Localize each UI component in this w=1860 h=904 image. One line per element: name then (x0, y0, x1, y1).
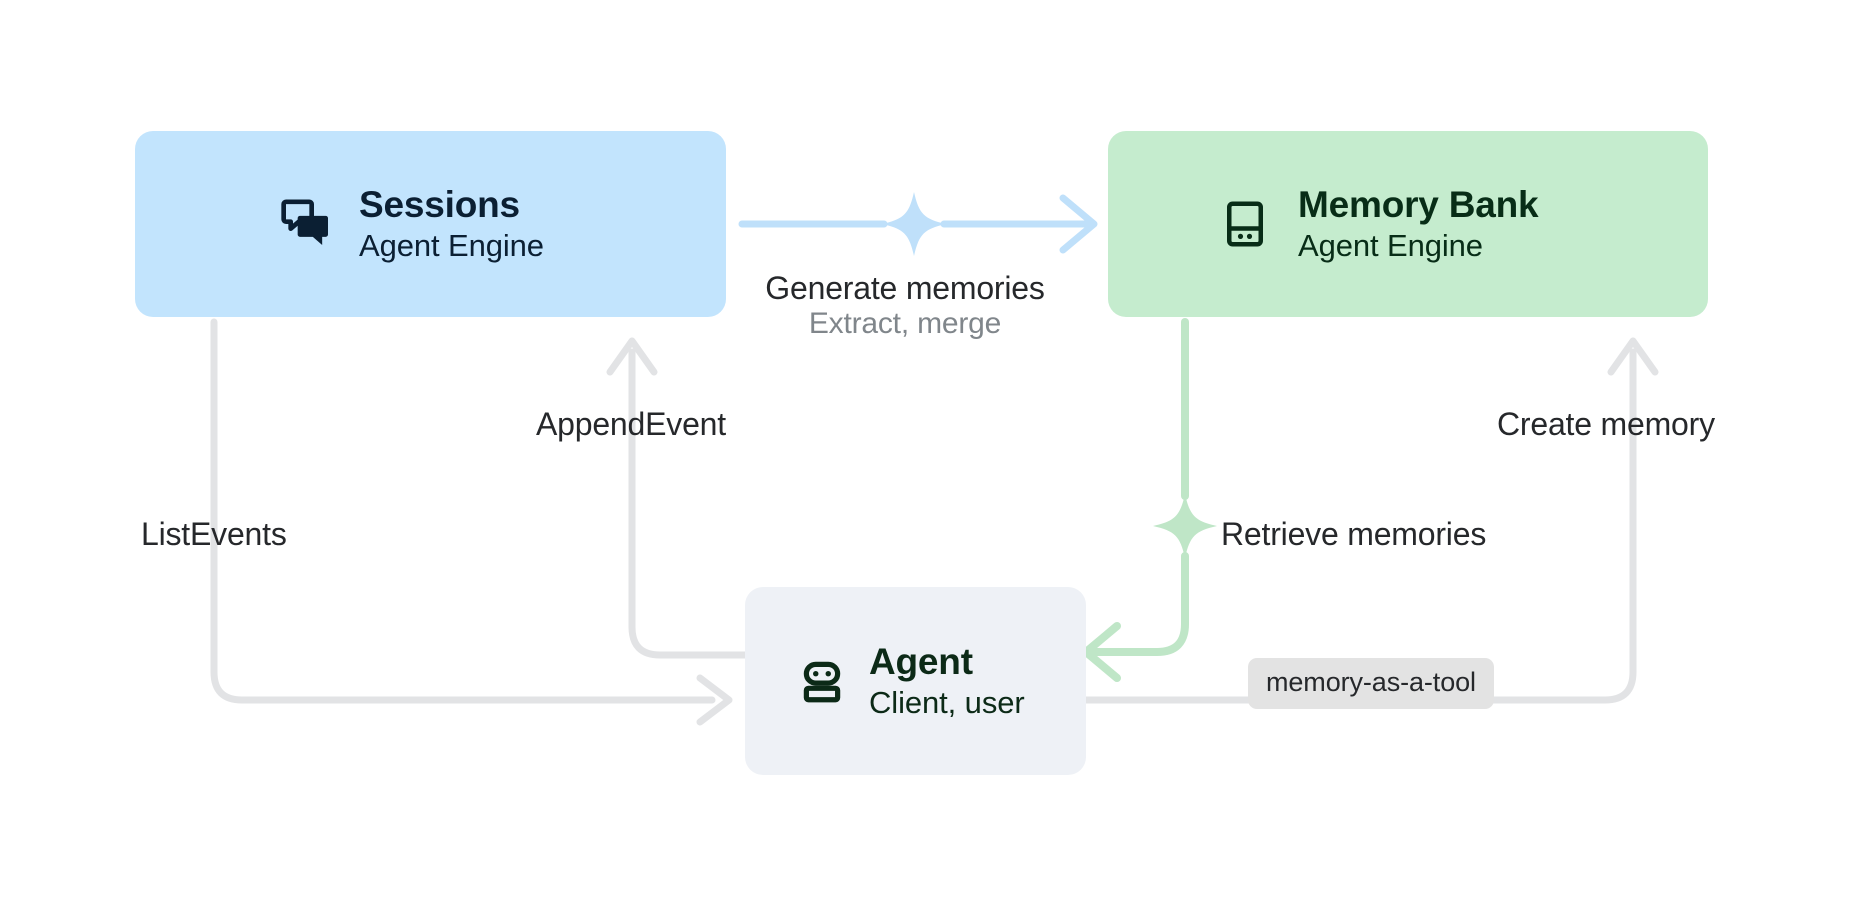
badge-memory-as-a-tool: memory-as-a-tool (1248, 658, 1494, 709)
node-memory-bank[interactable]: Memory Bank Agent Engine (1108, 131, 1708, 317)
node-agent-subtitle: Client, user (869, 685, 1025, 721)
edge-label-generate-memories: Generate memories (765, 270, 1045, 306)
edge-label-list-events: ListEvents (141, 516, 287, 552)
node-agent-text: Agent Client, user (869, 641, 1025, 721)
node-memory-bank-text: Memory Bank Agent Engine (1298, 184, 1539, 264)
node-sessions[interactable]: Sessions Agent Engine (135, 131, 726, 317)
sparkle-icon (1153, 494, 1217, 558)
node-sessions-text: Sessions Agent Engine (359, 184, 544, 264)
database-storage-icon (1218, 197, 1272, 251)
node-memory-bank-subtitle: Agent Engine (1298, 228, 1483, 264)
robot-icon (797, 656, 847, 706)
node-sessions-subtitle: Agent Engine (359, 228, 544, 264)
edge-append-event (606, 337, 749, 659)
edge-list-events (210, 318, 733, 726)
node-agent-title: Agent (869, 641, 973, 683)
node-agent[interactable]: Agent Client, user (745, 587, 1086, 775)
edge-sublabel-extract-merge: Extract, merge (808, 307, 1002, 340)
edge-retrieve-memories (1082, 318, 1217, 682)
edge-generate-memories (738, 192, 1098, 256)
edge-label-retrieve-memories: Retrieve memories (1221, 516, 1487, 552)
edge-create-memory (1082, 337, 1659, 704)
edge-label-create-memory: Create memory (1497, 406, 1715, 442)
node-memory-bank-title: Memory Bank (1298, 184, 1539, 226)
node-sessions-title: Sessions (359, 184, 520, 226)
edge-label-append-event: AppendEvent (536, 406, 726, 442)
chat-bubbles-icon (279, 196, 335, 252)
sparkle-icon (882, 192, 946, 256)
